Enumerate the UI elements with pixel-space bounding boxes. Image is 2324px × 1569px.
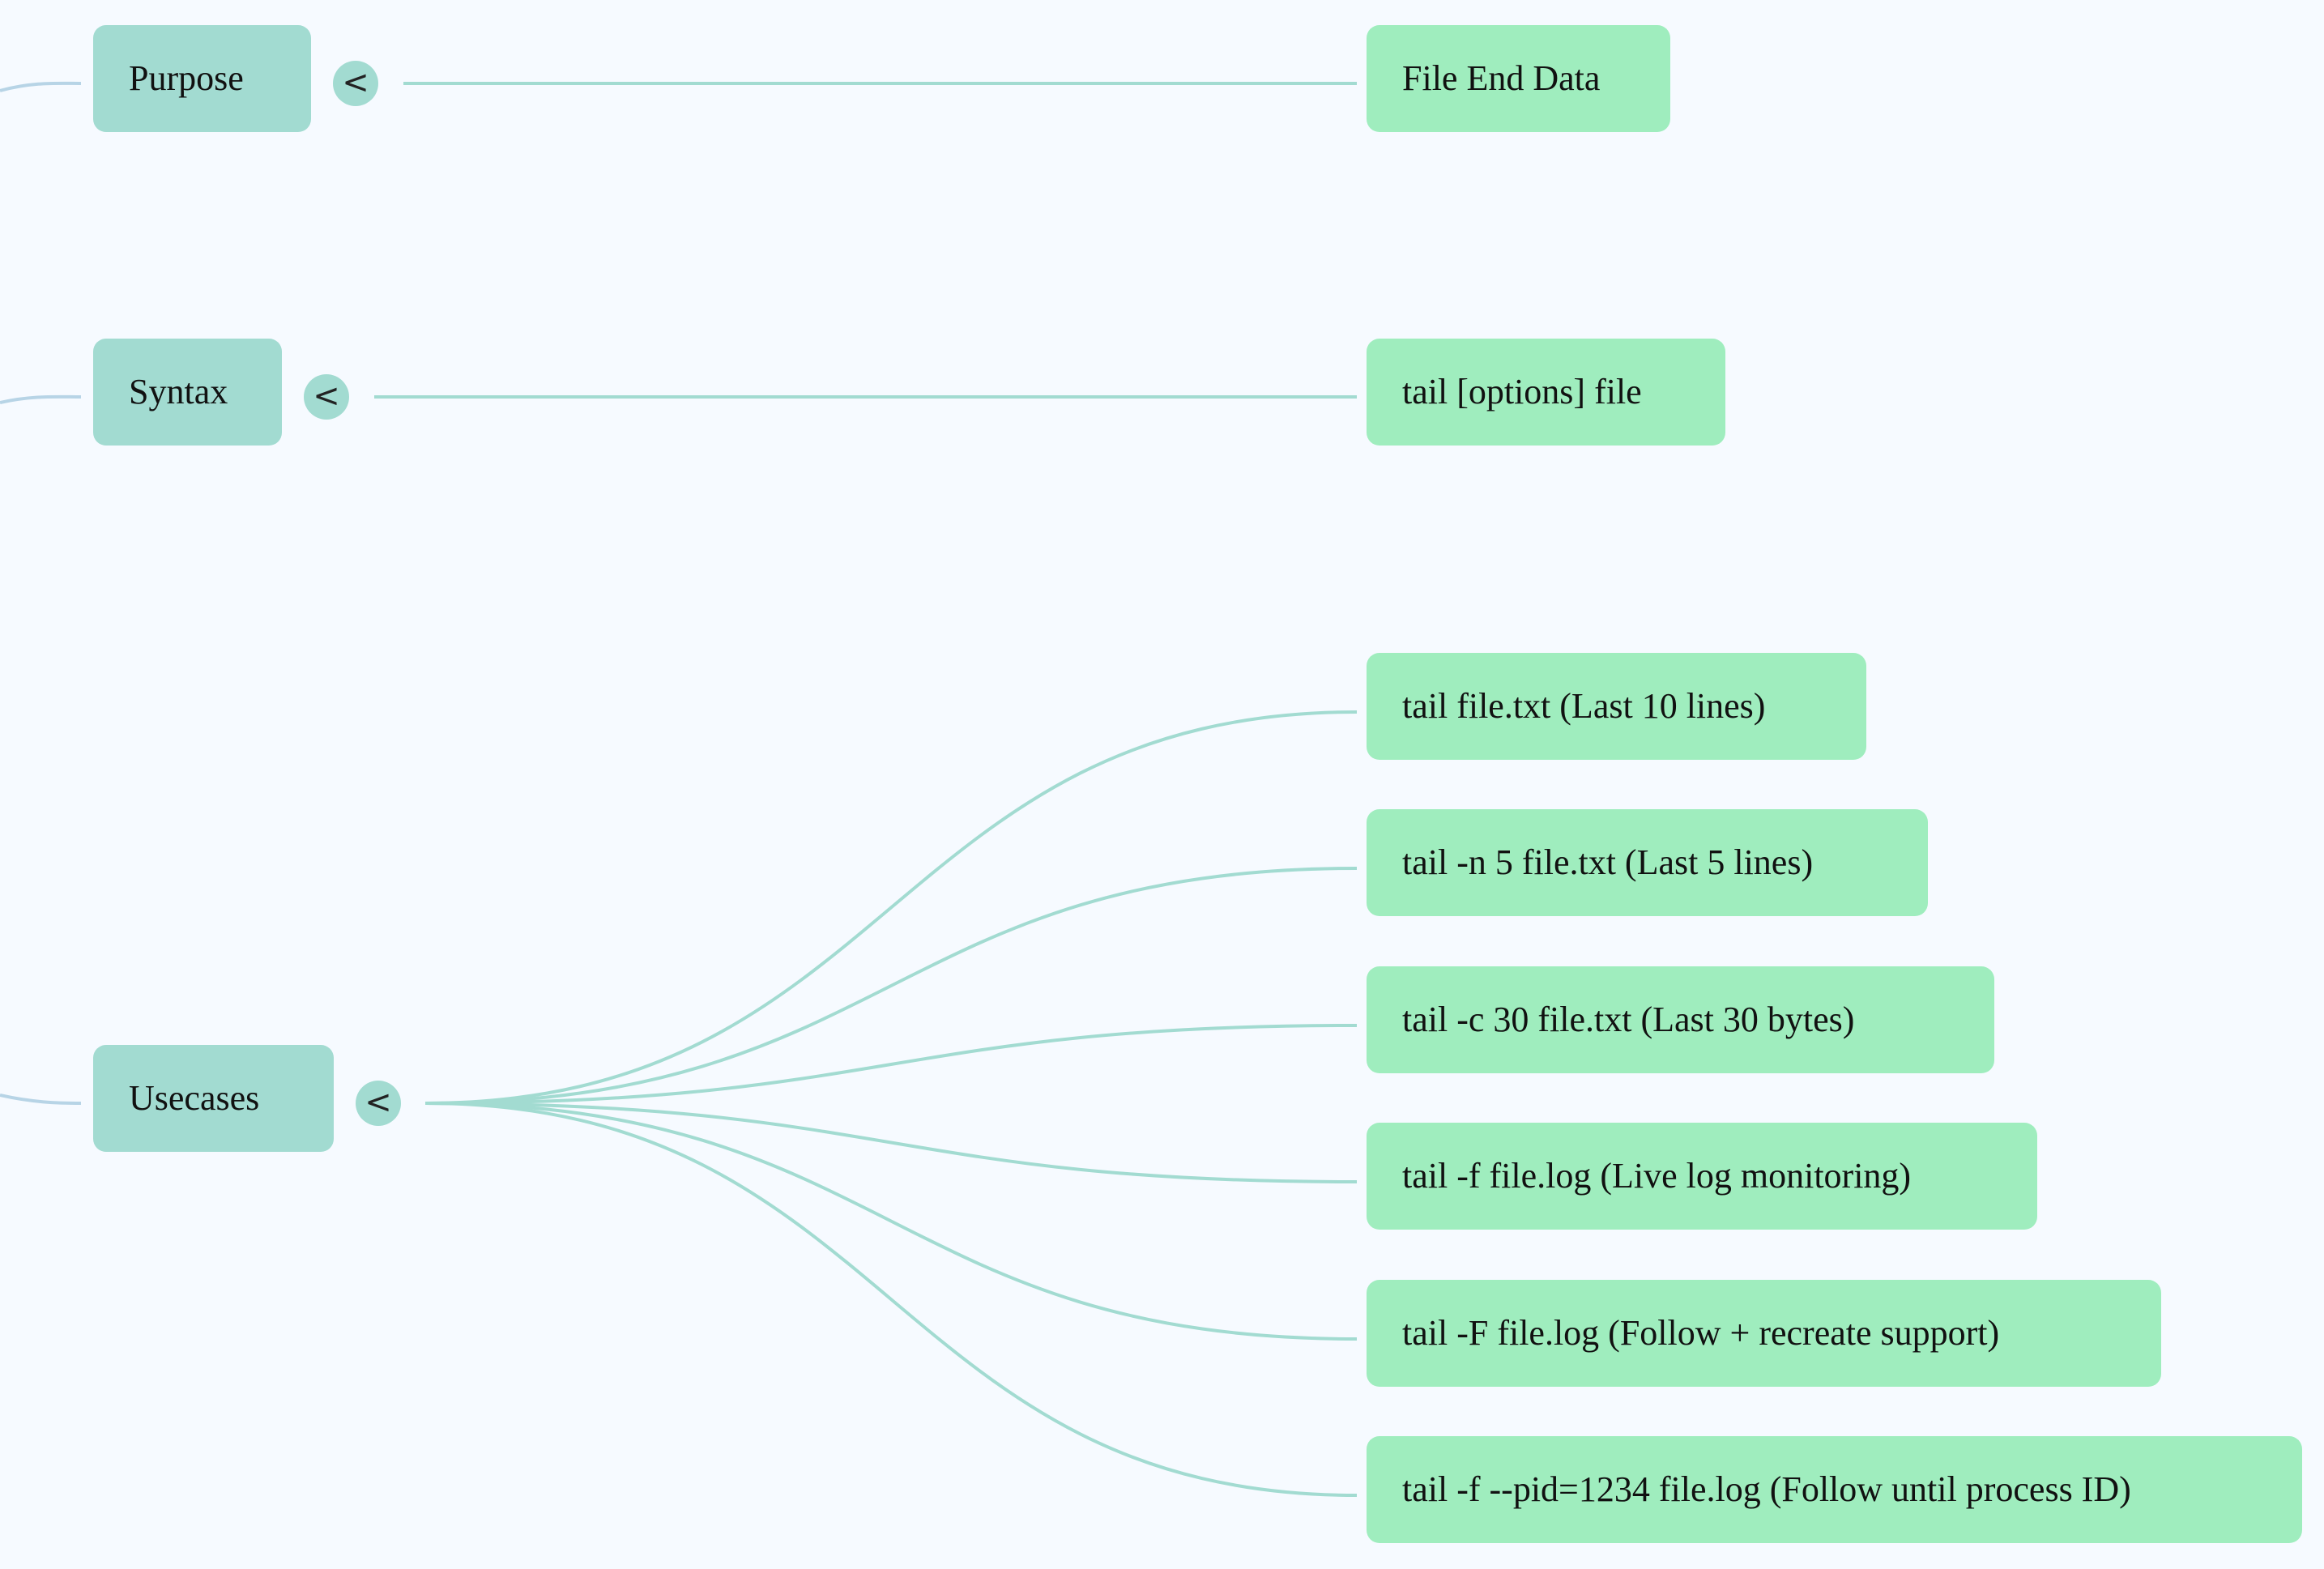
leaf-label: tail -F file.log (Follow + recreate supp… — [1402, 1313, 2000, 1353]
leaf-file-end-data[interactable]: File End Data — [1367, 25, 1670, 132]
leaf-label: tail file.txt (Last 10 lines) — [1402, 686, 1766, 726]
node-usecases-label: Usecases — [129, 1078, 260, 1118]
node-usecases[interactable]: Usecases — [93, 1045, 334, 1152]
leaf-label: File End Data — [1402, 58, 1601, 98]
leaf-usecase-follow-until-pid[interactable]: tail -f --pid=1234 file.log (Follow unti… — [1367, 1436, 2302, 1543]
leaf-usecase-follow-recreate[interactable]: tail -F file.log (Follow + recreate supp… — [1367, 1280, 2161, 1387]
node-purpose-label: Purpose — [129, 58, 244, 98]
leaf-label: tail -f file.log (Live log monitoring) — [1402, 1156, 1912, 1196]
node-purpose[interactable]: Purpose — [93, 25, 311, 132]
leaf-usecase-last-5-lines[interactable]: tail -n 5 file.txt (Last 5 lines) — [1367, 809, 1928, 916]
link-usecases-5 — [424, 1102, 1358, 1497]
leaf-usecase-live-log-monitoring[interactable]: tail -f file.log (Live log monitoring) — [1367, 1123, 2037, 1230]
leaf-usecase-last-10-lines[interactable]: tail file.txt (Last 10 lines) — [1367, 653, 1866, 760]
collapse-toggle-syntax[interactable]: < — [304, 374, 349, 420]
link-usecases-0 — [424, 710, 1358, 1105]
leaf-tail-syntax[interactable]: tail [options] file — [1367, 339, 1725, 446]
leaf-usecase-last-30-bytes[interactable]: tail -c 30 file.txt (Last 30 bytes) — [1367, 966, 1994, 1073]
link-usecases-4 — [424, 1102, 1358, 1341]
leaf-label: tail -c 30 file.txt (Last 30 bytes) — [1402, 1000, 1855, 1039]
collapse-toggle-usecases[interactable]: < — [356, 1081, 401, 1126]
collapse-toggle-purpose[interactable]: < — [333, 61, 378, 106]
leaf-label: tail [options] file — [1402, 372, 1642, 411]
parent-link-usecases — [0, 1094, 82, 1105]
leaf-label: tail -n 5 file.txt (Last 5 lines) — [1402, 842, 1814, 882]
node-syntax[interactable]: Syntax — [93, 339, 282, 446]
link-usecases-1 — [424, 867, 1358, 1105]
link-usecases-3 — [424, 1102, 1358, 1183]
node-syntax-label: Syntax — [129, 372, 228, 411]
link-usecases-2 — [424, 1024, 1358, 1105]
parent-link-syntax — [0, 394, 82, 404]
leaf-label: tail -f --pid=1234 file.log (Follow unti… — [1402, 1469, 2131, 1509]
parent-link-purpose — [0, 81, 82, 92]
